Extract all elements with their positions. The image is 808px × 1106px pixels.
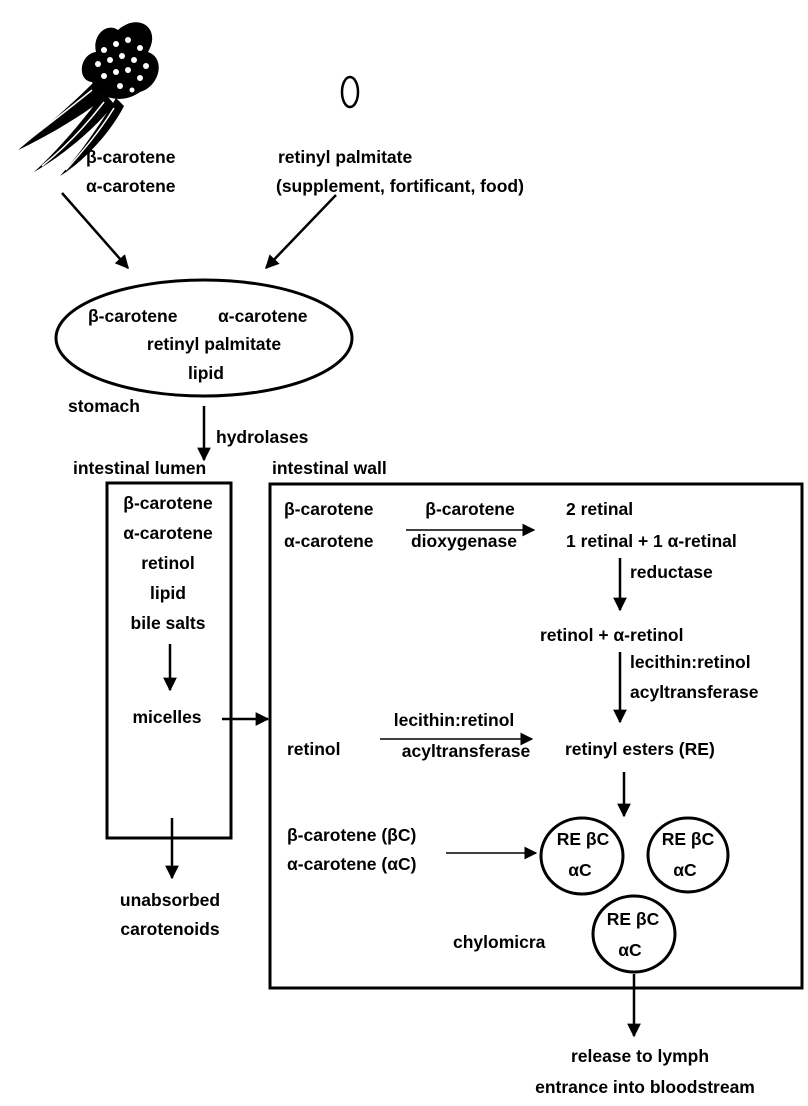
chylomicra-label: chylomicra (453, 932, 546, 952)
chylomicron-1 (539, 816, 625, 896)
chylomicron-3-line2: αC (618, 940, 642, 960)
release-to-lymph: release to lymph (571, 1046, 709, 1066)
arrow-plant-to-stomach (61, 192, 129, 270)
lumen-item-retinol: retinol (141, 553, 194, 573)
ac-label: α-carotene (αC) (287, 854, 416, 874)
lumen-item-beta-carotene: β-carotene (123, 493, 213, 513)
wall-beta-carotene: β-carotene (284, 499, 374, 519)
stomach-ellipse (54, 278, 354, 398)
lumen-item-alpha-carotene: α-carotene (123, 523, 213, 543)
chylomicron-1-line1: RE βC (557, 829, 610, 849)
intestinal-lumen-box (105, 481, 233, 840)
wall-retinol: retinol (287, 739, 340, 759)
capsule-icon (340, 75, 360, 109)
chylomicron-2-line1: RE βC (662, 829, 715, 849)
entrance-into-bloodstream: entrance into bloodstream (535, 1077, 755, 1097)
wall-alpha-carotene: α-carotene (284, 531, 374, 551)
product-2-retinal: 2 retinal (566, 499, 633, 519)
plant-alpha-carotene: α-carotene (86, 176, 176, 196)
chylomicron-2 (646, 816, 730, 894)
stomach-beta-carotene: β-carotene (88, 306, 178, 326)
lrat-vertical-line1: lecithin:retinol (630, 652, 751, 672)
bc-label: β-carotene (βC) (287, 825, 416, 845)
lrat-horizontal-line2: acyltransferase (402, 741, 531, 761)
chylomicron-2-line2: αC (673, 860, 697, 880)
hydrolases-label: hydrolases (216, 427, 309, 447)
stomach-label: stomach (68, 396, 140, 416)
intestinal-lumen-title: intestinal lumen (73, 458, 206, 478)
lumen-item-bile-salts: bile salts (131, 613, 206, 633)
reductase-label: reductase (630, 562, 713, 582)
retinyl-esters-label: retinyl esters (RE) (565, 739, 715, 759)
micelles-label: micelles (132, 707, 201, 727)
lrat-vertical-line2: acyltransferase (630, 682, 759, 702)
product-retinal-alpha-retinal: 1 retinal + 1 α-retinal (566, 531, 737, 551)
lrat-horizontal-line1: lecithin:retinol (394, 710, 515, 730)
dioxygenase-label-line1: β-carotene (425, 499, 515, 519)
lumen-item-lipid: lipid (150, 583, 186, 603)
stomach-lipid: lipid (188, 363, 224, 383)
chylomicron-3-line1: RE βC (607, 909, 660, 929)
chylomicron-3 (591, 894, 677, 974)
supplement-retinyl-palmitate: retinyl palmitate (278, 147, 412, 167)
intestinal-wall-title: intestinal wall (272, 458, 387, 478)
unabsorbed-label: unabsorbed (120, 890, 220, 910)
intestinal-wall-box (268, 482, 804, 990)
chylomicron-1-line2: αC (568, 860, 592, 880)
stomach-alpha-carotene: α-carotene (218, 306, 308, 326)
arrow-supplement-to-stomach (265, 194, 337, 269)
retinol-alpha-retinol: retinol + α-retinol (540, 625, 683, 645)
plant-beta-carotene: β-carotene (86, 147, 176, 167)
stomach-retinyl-palmitate: retinyl palmitate (147, 334, 281, 354)
supplement-sources: (supplement, fortificant, food) (276, 176, 524, 196)
carrot-illustration (18, 22, 159, 176)
dioxygenase-label-line2: dioxygenase (411, 531, 517, 551)
unabsorbed-carotenoids-label: carotenoids (120, 919, 219, 939)
